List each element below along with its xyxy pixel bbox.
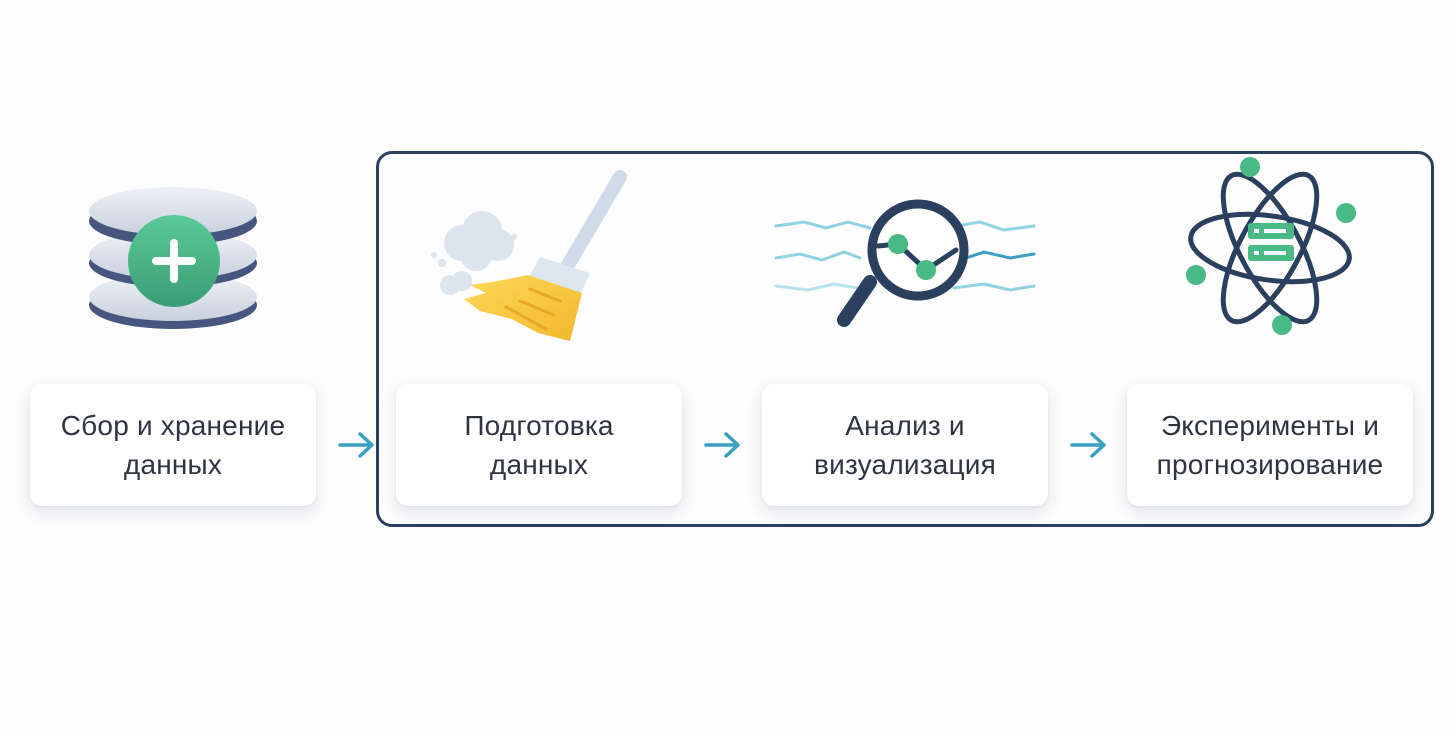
step-card-prepare: Подготовка данных bbox=[396, 384, 682, 506]
arrow-right-icon bbox=[704, 432, 740, 458]
grouping-frame bbox=[376, 151, 1434, 527]
database-add-icon bbox=[89, 187, 257, 329]
step-card-experiment: Эксперименты и прогнозирование bbox=[1127, 384, 1413, 506]
magnifier-chart-icon bbox=[774, 199, 1036, 327]
step-label: Подготовка данных bbox=[464, 410, 614, 480]
arrow-right-icon bbox=[1070, 432, 1106, 458]
step-label: Эксперименты и прогнозирование bbox=[1156, 410, 1384, 480]
step-card-analyze: Анализ и визуализация bbox=[762, 384, 1048, 506]
atom-server-icon bbox=[1186, 157, 1356, 335]
step-label: Анализ и визуализация bbox=[814, 410, 996, 480]
step-card-collect-store: Сбор и хранение данных bbox=[30, 384, 316, 506]
step-label: Сбор и хранение данных bbox=[60, 410, 286, 480]
broom-icon bbox=[431, 170, 627, 341]
arrow-right-icon bbox=[338, 432, 374, 458]
